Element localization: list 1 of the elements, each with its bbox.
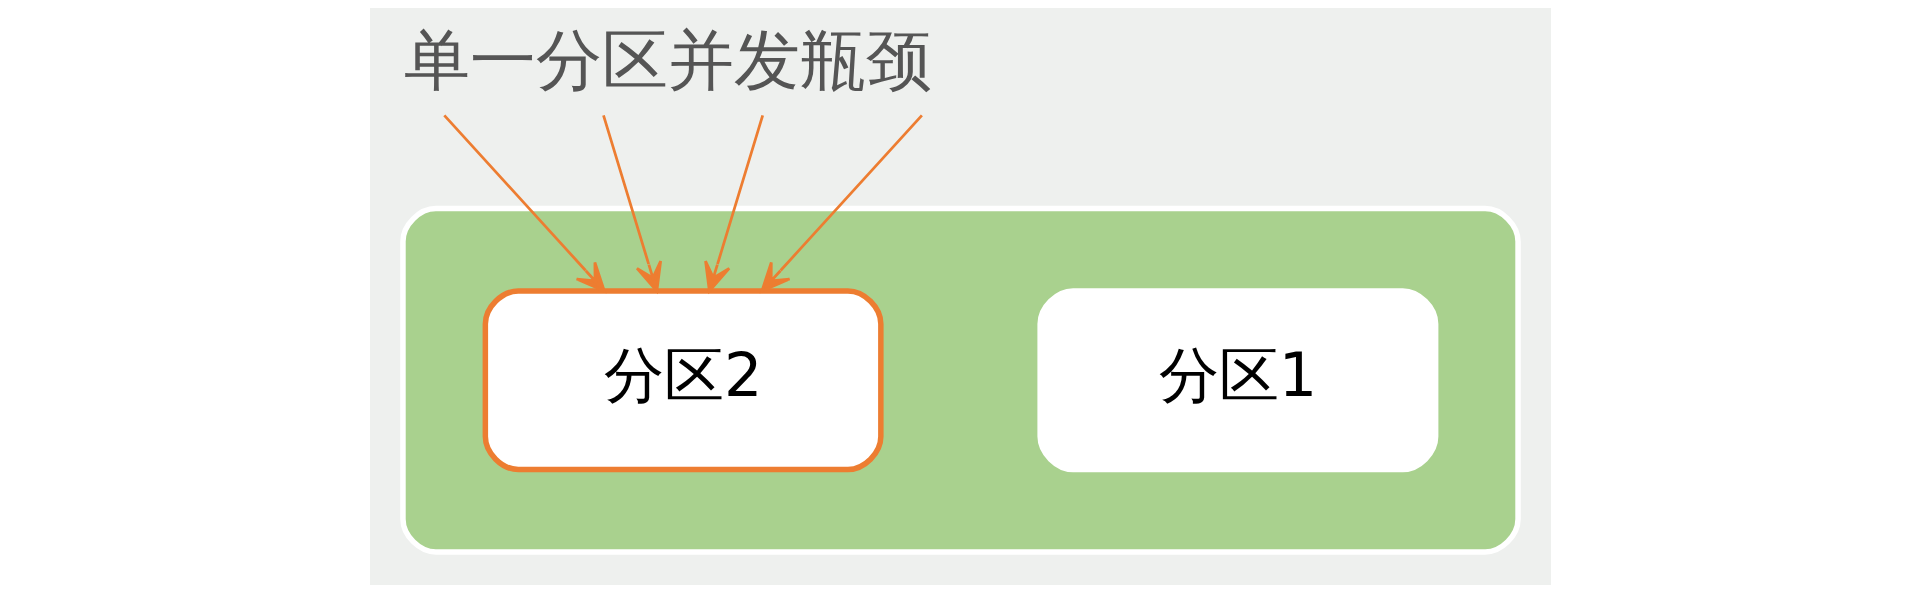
diagram-title: 单一分区并发瓶颈 [403, 21, 932, 99]
